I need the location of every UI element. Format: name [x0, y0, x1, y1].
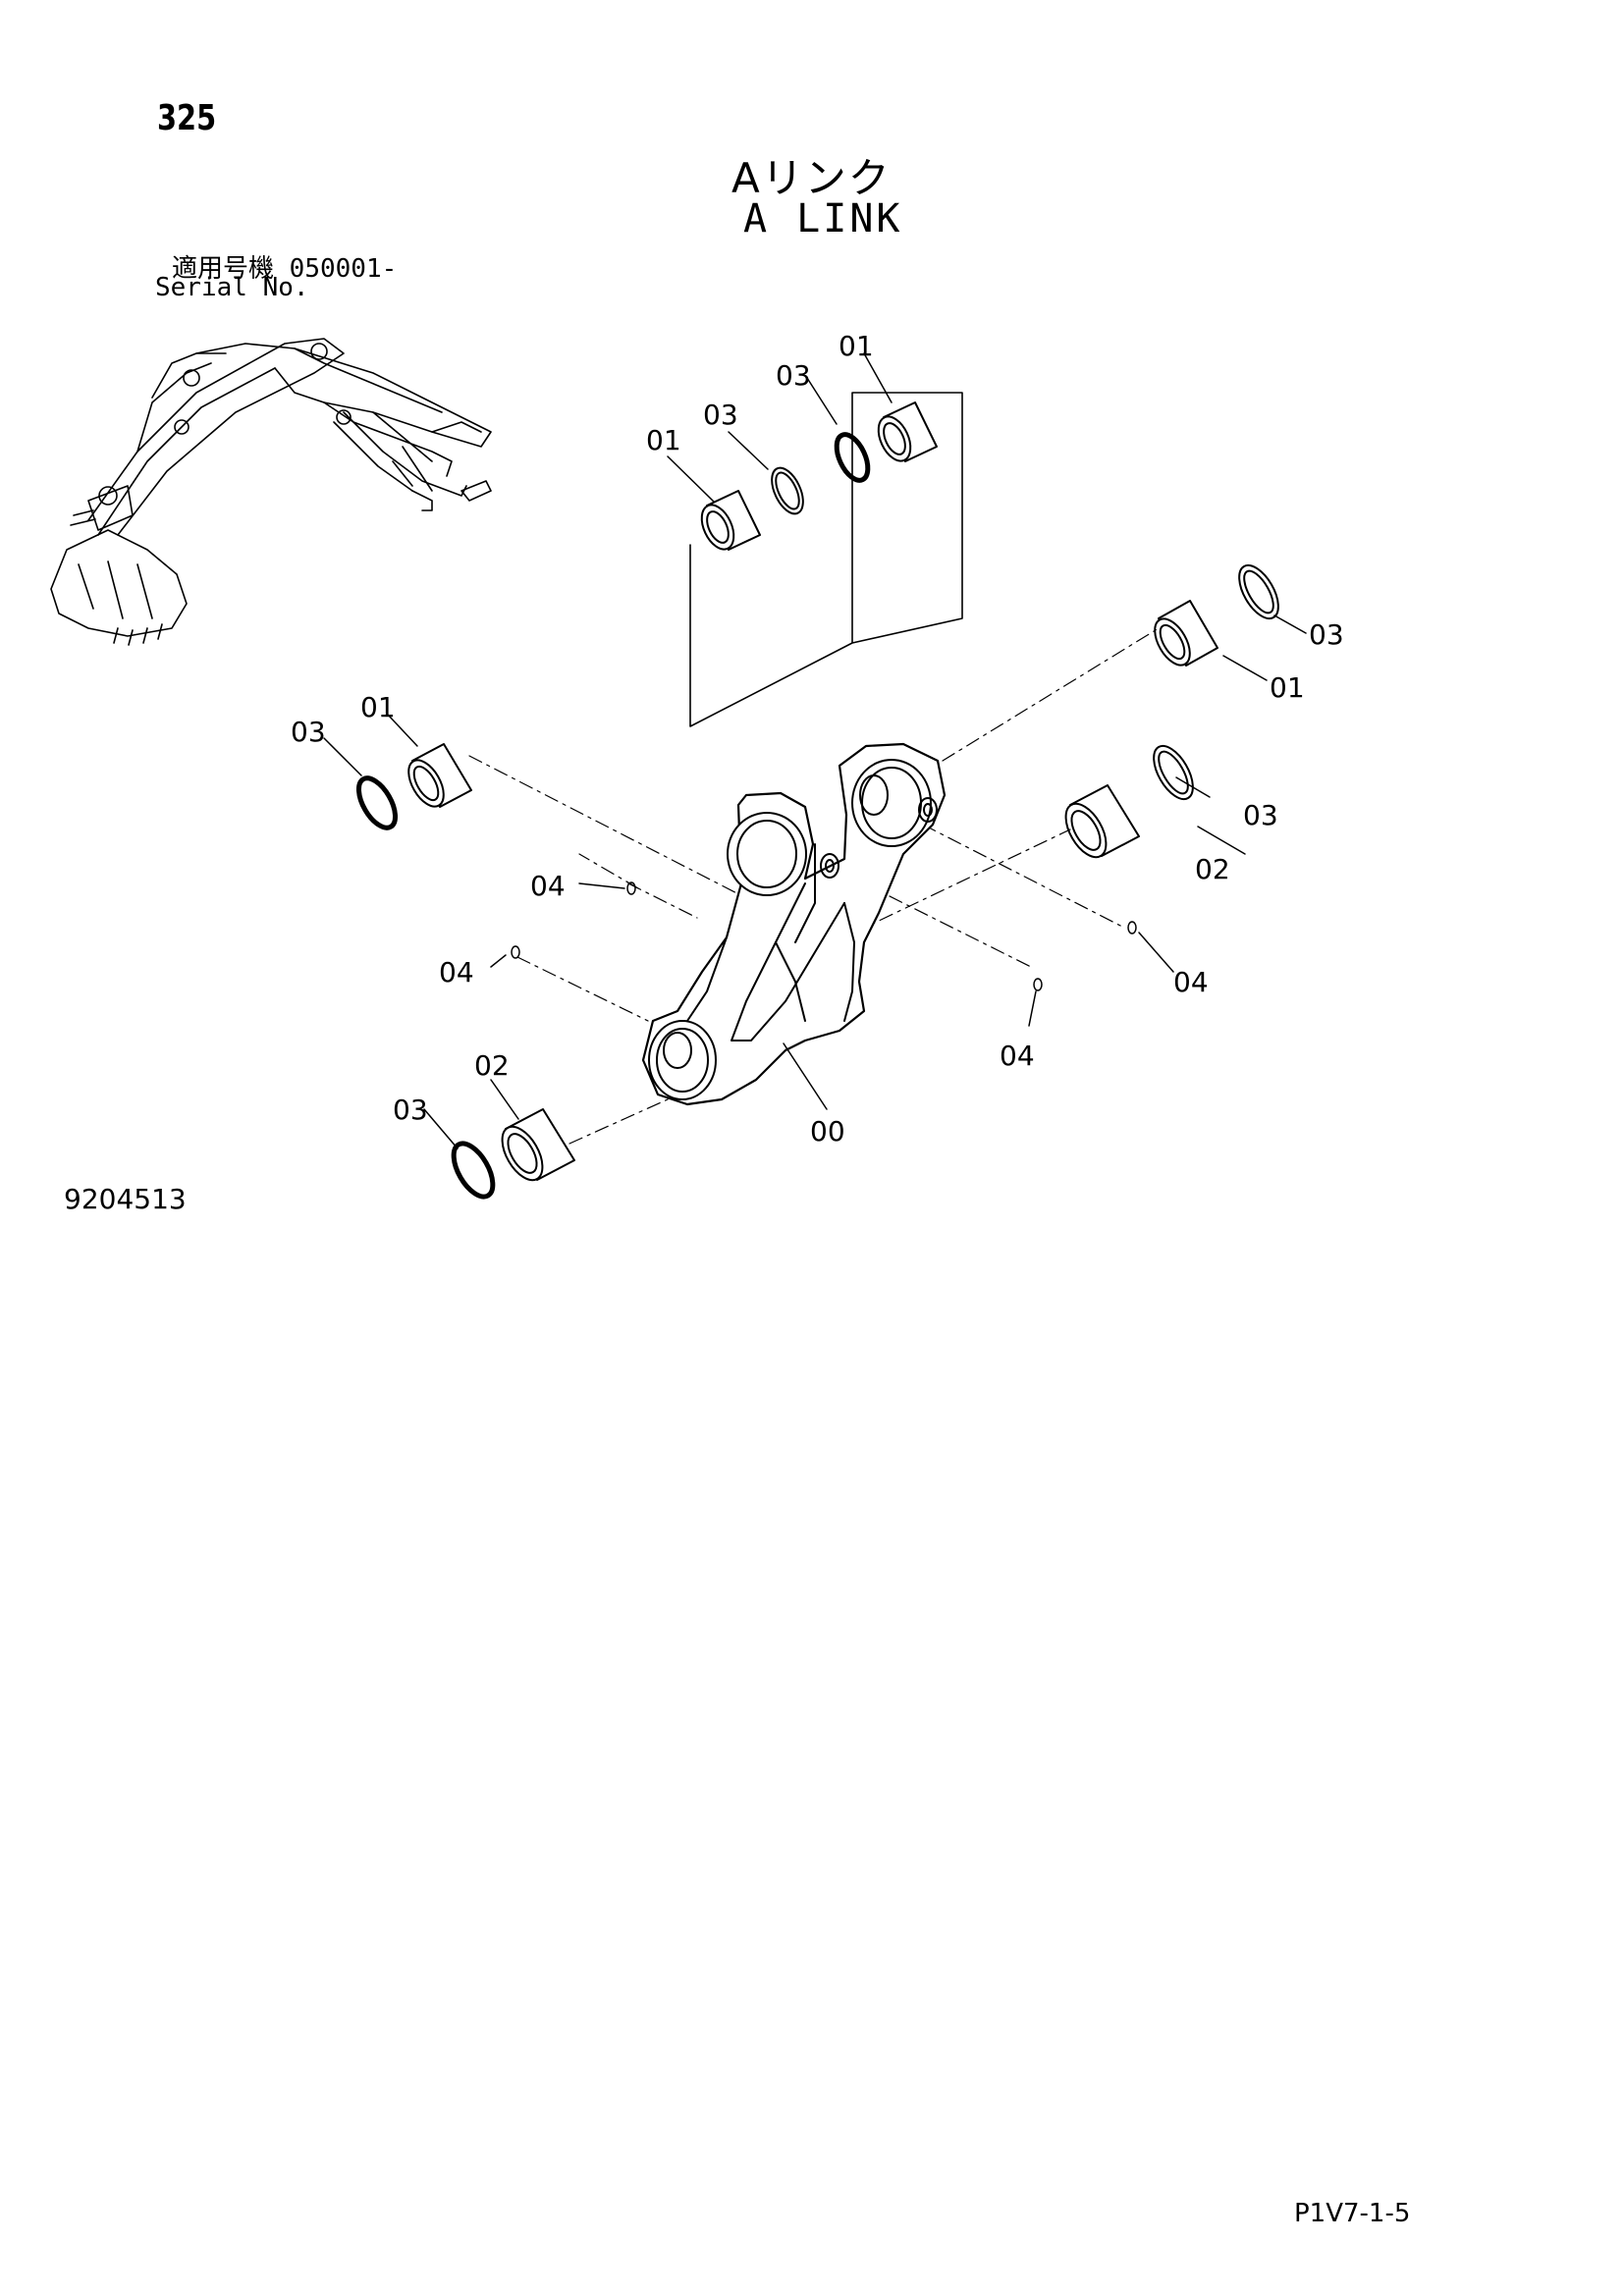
callout-top-01a: 01 [646, 424, 681, 456]
mid-bushing-02 [1064, 784, 1140, 859]
excavator-thumbnail [50, 338, 492, 646]
a-link-body [641, 742, 947, 1106]
callout-left-03: 03 [291, 716, 326, 748]
serial-value: 050001- [289, 254, 398, 284]
serial-label-english: Serial No. [155, 273, 309, 302]
serial-label-japanese: 適用号機 050001- [172, 248, 397, 285]
bottom-bushing-02 [501, 1108, 575, 1182]
callout-left-01: 01 [360, 691, 396, 723]
callout-mid-04: 04 [1000, 1040, 1035, 1072]
callout-right-01: 01 [1270, 671, 1305, 704]
callout-top-03b: 03 [776, 359, 811, 392]
right-bushing-01 [1154, 600, 1218, 667]
callout-bottom-03: 03 [393, 1094, 428, 1126]
serial-label-ja-text: 適用号機 [172, 254, 275, 284]
right-ring-03 [1238, 563, 1279, 620]
callout-top-03a: 03 [703, 399, 738, 431]
top-bushing-01b [877, 401, 938, 462]
top-bushing-01a [700, 490, 761, 551]
grease-fittings [490, 881, 1174, 1027]
title-english: A LINK [743, 196, 903, 241]
page-code: P1V7-1-5 [1294, 2199, 1411, 2228]
mid-ring-03 [1153, 744, 1194, 801]
page-number: 325 [157, 98, 217, 138]
callout-right-04: 04 [1173, 966, 1209, 998]
callout-top-01b: 01 [839, 330, 874, 362]
left-ring-03 [355, 775, 399, 830]
bottom-ring-03 [451, 1141, 496, 1200]
callout-mid-03: 03 [1243, 799, 1278, 831]
top-ring-03a [771, 466, 804, 515]
figure-number: 9204513 [64, 1183, 187, 1215]
top-ring-03b [834, 432, 871, 483]
callout-part-00: 00 [810, 1115, 845, 1148]
left-bushing-01 [407, 743, 472, 808]
title-japanese: Aリンク [731, 154, 892, 202]
callout-left-04b: 04 [439, 956, 474, 988]
callout-mid-02: 02 [1195, 853, 1230, 885]
callout-right-03: 03 [1309, 618, 1344, 651]
callout-bottom-02: 02 [474, 1049, 510, 1082]
callout-left-04a: 04 [530, 870, 566, 902]
